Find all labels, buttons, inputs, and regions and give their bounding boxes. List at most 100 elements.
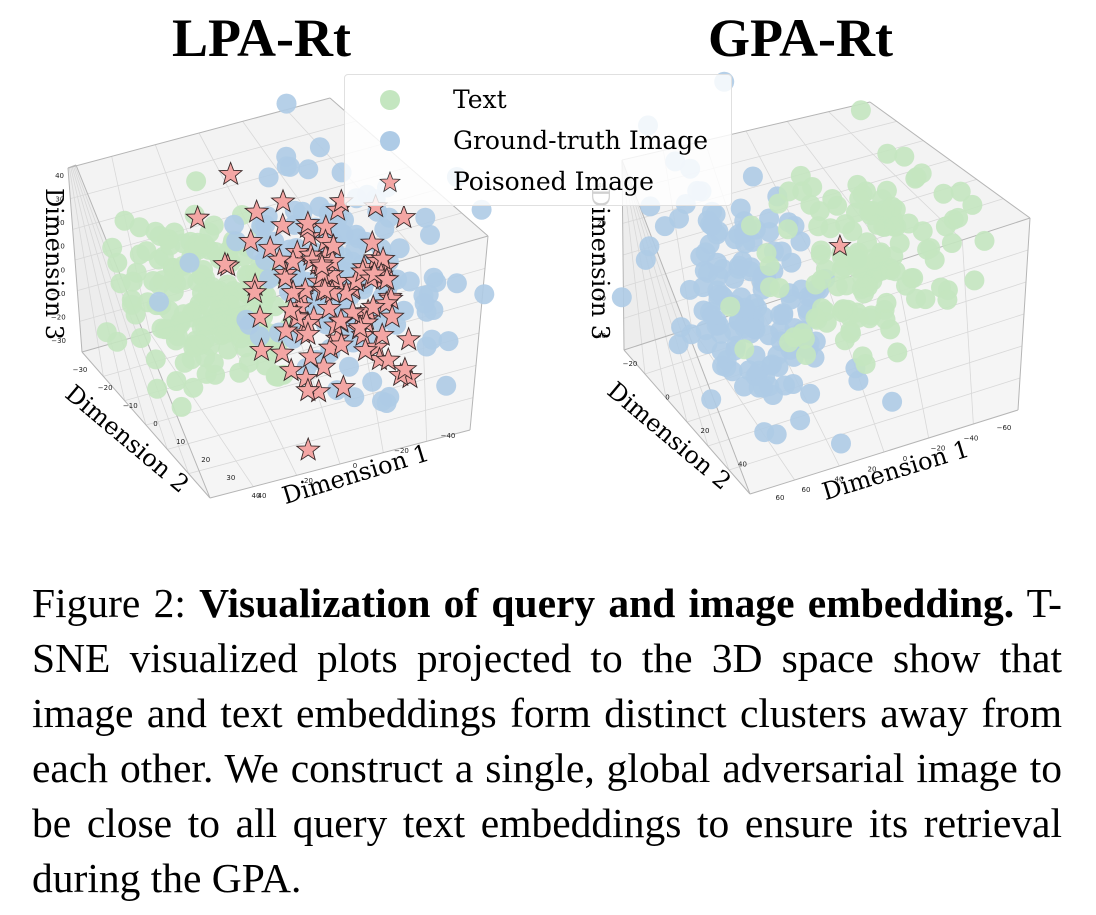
marker bbox=[339, 356, 359, 377]
marker bbox=[217, 161, 244, 186]
marker bbox=[808, 216, 829, 237]
marker bbox=[861, 200, 882, 221]
marker bbox=[309, 261, 335, 286]
x-tick-label: 40 bbox=[835, 476, 844, 484]
marker bbox=[887, 342, 908, 363]
y-tick-label: 40 bbox=[738, 461, 747, 469]
marker bbox=[129, 217, 150, 238]
box-edge bbox=[1017, 217, 1031, 411]
marker bbox=[690, 246, 711, 267]
marker bbox=[611, 287, 632, 308]
marker bbox=[147, 378, 168, 399]
grid-line bbox=[621, 159, 709, 447]
marker bbox=[654, 216, 675, 237]
marker bbox=[330, 374, 357, 399]
marker bbox=[309, 252, 335, 277]
marker bbox=[198, 315, 218, 336]
y-tick-label: 20 bbox=[701, 427, 710, 435]
marker bbox=[212, 251, 238, 276]
marker bbox=[758, 325, 779, 346]
marker bbox=[395, 326, 422, 351]
marker bbox=[768, 193, 789, 214]
axis-label-dimension-3: Dimension 3 bbox=[40, 188, 68, 340]
marker bbox=[198, 296, 219, 317]
marker bbox=[423, 300, 444, 320]
marker bbox=[284, 239, 310, 264]
marker bbox=[309, 137, 330, 158]
marker bbox=[840, 321, 861, 341]
z-tick-label: −10 bbox=[51, 290, 66, 298]
marker bbox=[276, 93, 297, 114]
marker bbox=[730, 198, 751, 219]
marker bbox=[850, 100, 871, 121]
marker bbox=[340, 299, 366, 324]
x-tick-label: 0 bbox=[903, 455, 907, 463]
marker bbox=[701, 389, 722, 410]
z-tick-label: −40 bbox=[591, 332, 606, 340]
marker bbox=[796, 345, 816, 365]
grid-line bbox=[71, 166, 147, 426]
y-tick-label: 0 bbox=[153, 420, 157, 428]
marker bbox=[248, 337, 275, 362]
grid-line bbox=[621, 159, 730, 471]
gpa-rt-plot: 40200−20−40−2002040606040200−20−40−60Dim… bbox=[586, 71, 1031, 506]
marker bbox=[257, 235, 283, 260]
marker bbox=[316, 295, 342, 320]
z-tick-label: −20 bbox=[51, 313, 66, 321]
marker bbox=[948, 207, 969, 228]
x-tick-label: 60 bbox=[802, 486, 811, 494]
legend-label-text: Text bbox=[453, 85, 507, 114]
marker bbox=[258, 167, 279, 188]
axis-label-dimension-3: Dimension 3 bbox=[586, 188, 614, 340]
marker bbox=[828, 233, 852, 257]
grid-line bbox=[188, 397, 474, 475]
marker bbox=[270, 212, 296, 237]
x-tick-label: −20 bbox=[931, 445, 946, 453]
marker bbox=[790, 165, 811, 186]
marker bbox=[933, 183, 954, 204]
marker bbox=[374, 266, 400, 291]
marker bbox=[297, 343, 324, 368]
marker bbox=[842, 221, 863, 242]
x-tick-label: −40 bbox=[964, 434, 979, 442]
marker bbox=[298, 159, 319, 180]
marker bbox=[708, 266, 729, 286]
marker bbox=[805, 308, 826, 328]
caption-label: Figure 2: bbox=[32, 580, 200, 626]
marker bbox=[203, 352, 224, 373]
z-tick-label: −30 bbox=[51, 337, 66, 345]
marker bbox=[838, 299, 858, 320]
marker bbox=[724, 268, 745, 289]
marker bbox=[238, 352, 259, 373]
marker bbox=[697, 210, 718, 231]
legend-marker-ground-truth bbox=[380, 131, 400, 151]
marker bbox=[295, 377, 321, 402]
legend: Text Ground-truth Image Poisoned Image bbox=[344, 74, 732, 206]
marker bbox=[635, 249, 656, 270]
z-tick-label: 20 bbox=[56, 219, 65, 227]
caption-body: T-SNE visualized plots projected to the … bbox=[32, 580, 1062, 901]
poisoned-embeddings bbox=[184, 161, 423, 461]
marker bbox=[361, 260, 388, 285]
marker bbox=[186, 171, 207, 192]
marker bbox=[950, 181, 971, 202]
marker bbox=[149, 291, 169, 312]
marker bbox=[359, 229, 385, 254]
marker bbox=[218, 339, 238, 360]
marker bbox=[668, 334, 689, 355]
poisoned-embeddings bbox=[828, 233, 852, 257]
z-tick-label: 30 bbox=[55, 196, 64, 204]
marker bbox=[389, 238, 410, 259]
marker bbox=[284, 200, 305, 221]
marker bbox=[295, 436, 321, 461]
marker bbox=[184, 204, 211, 229]
marker bbox=[270, 188, 296, 213]
marker bbox=[735, 297, 755, 318]
marker bbox=[962, 194, 983, 215]
marker bbox=[224, 214, 245, 235]
marker bbox=[777, 219, 798, 240]
marker bbox=[446, 273, 467, 294]
y-tick-label: 10 bbox=[176, 438, 185, 446]
grid-line bbox=[68, 167, 104, 377]
marker bbox=[370, 245, 396, 270]
